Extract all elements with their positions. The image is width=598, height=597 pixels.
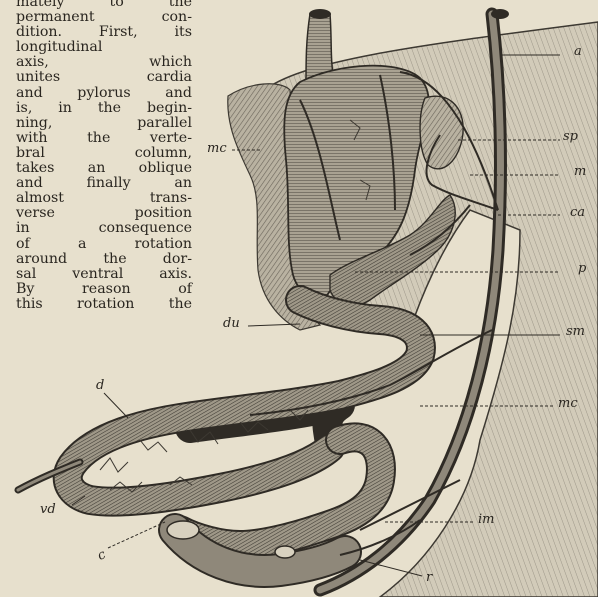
label-ca: ca	[570, 205, 585, 220]
label-a: a	[574, 44, 582, 59]
label-vd: vd	[40, 502, 56, 517]
label-du: du	[223, 316, 240, 331]
aorta-cut-end	[491, 9, 509, 19]
label-mc-left: mc	[207, 141, 227, 156]
intestine-cut-end	[275, 546, 295, 558]
label-d: d	[96, 378, 104, 393]
label-im: im	[478, 512, 495, 527]
label-sm: sm	[566, 324, 585, 339]
label-r: r	[426, 570, 432, 585]
label-mc-right: mc	[558, 396, 578, 411]
rectum-cut-end	[167, 521, 199, 539]
label-p: p	[578, 261, 586, 276]
esophagus-cut-end	[309, 9, 331, 19]
label-sp: sp	[563, 129, 578, 144]
label-m: m	[574, 164, 586, 179]
